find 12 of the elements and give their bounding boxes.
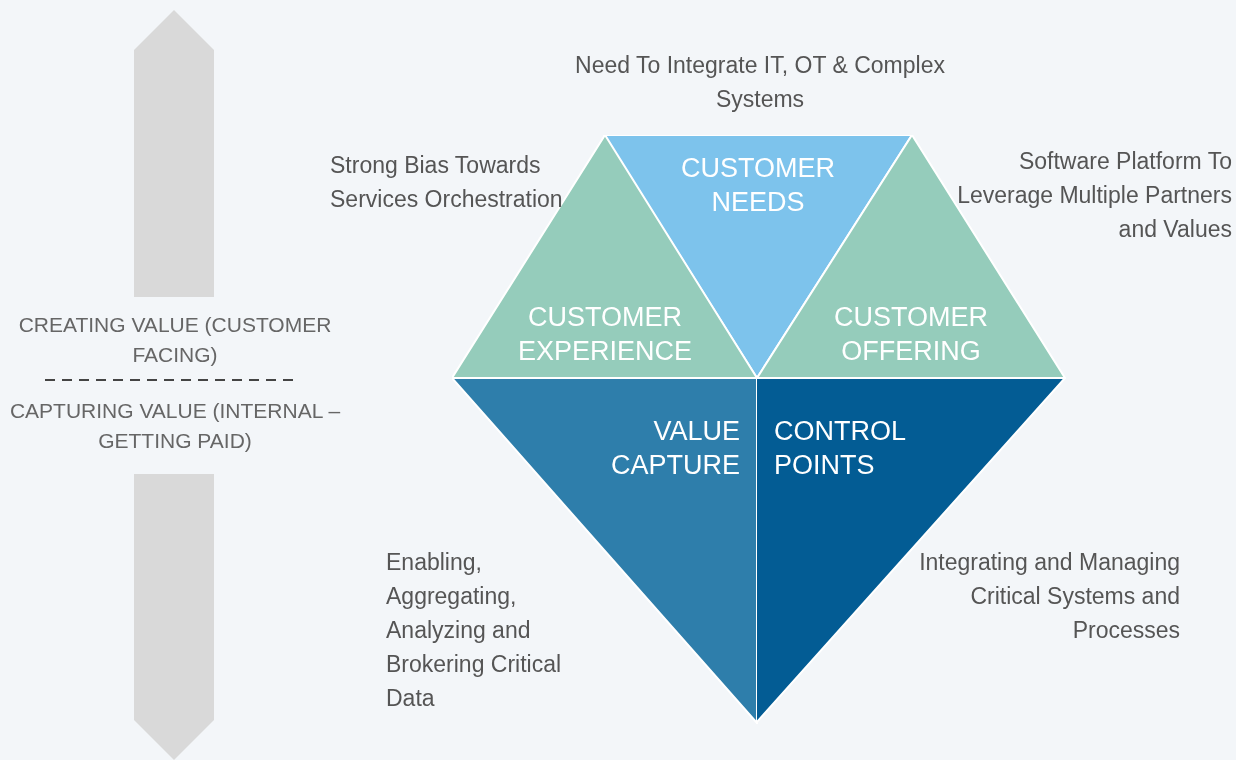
segment-title: VALUE CAPTURE [610,415,740,482]
axis-caption: CREATING VALUE (CUSTOMER FACING) [17,312,333,368]
segment-title: CUSTOMER OFFERING [833,301,989,368]
annotation-text: Strong Bias Towards Services Orchestration [330,151,564,214]
segment-title: CUSTOMER EXPERIENCE [516,301,694,368]
segment-title: CUSTOMER NEEDS [680,152,836,219]
annotation-text: Integrating and Managing Critical Systems and Processes [918,548,1180,645]
annotation-text: Need To Integrate IT, OT & Complex Systems [574,51,946,114]
annotation-text: Enabling, Aggregating, Analyzing and Brokering Critical Data [386,548,563,713]
segment-title: CONTROL POINTS [774,415,906,482]
annotation-text: Software Platform To Leverage Multiple Partners and Values [956,147,1232,244]
axis-caption: CAPTURING VALUE (INTERNAL – GETTING PAID) [8,398,342,454]
